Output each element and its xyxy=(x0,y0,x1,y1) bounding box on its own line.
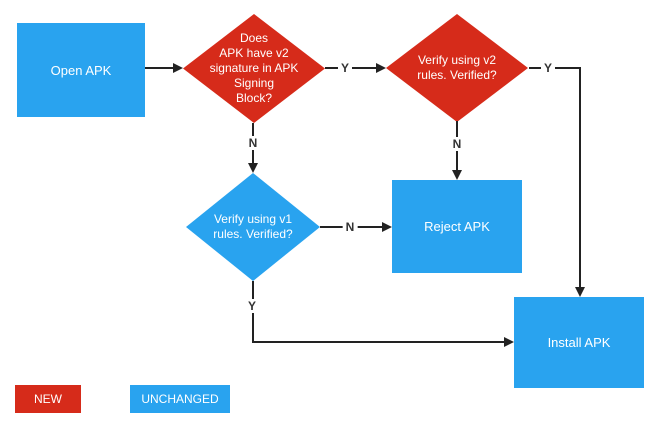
arrowhead-icon xyxy=(376,63,386,73)
node-open-apk: Open APK xyxy=(17,23,145,117)
edge-label-n: N xyxy=(449,137,465,151)
edge-label-n: N xyxy=(342,220,358,234)
node-v1-verify: Verify using v1 rules. Verified? xyxy=(186,173,320,281)
node-v2-signature-check: Does APK have v2 signature in APK Signin… xyxy=(183,14,325,123)
arrowhead-icon xyxy=(248,163,258,173)
node-reject-apk: Reject APK xyxy=(392,180,522,273)
edge-v1verify-to-install-h xyxy=(252,341,504,343)
arrowhead-icon xyxy=(452,170,462,180)
arrowhead-icon xyxy=(575,287,585,297)
edge-label-y: Y xyxy=(540,61,556,75)
arrowhead-icon xyxy=(382,222,392,232)
edge-label-n: N xyxy=(245,136,261,150)
edge-open-to-v2check xyxy=(145,67,175,69)
node-install-apk: Install APK xyxy=(514,297,644,388)
legend-new: NEW xyxy=(15,385,81,413)
edge-v2verify-to-install-v xyxy=(579,67,581,287)
node-v2-verify: Verify using v2 rules. Verified? xyxy=(386,14,528,122)
edge-label-y: Y xyxy=(337,61,353,75)
arrowhead-icon xyxy=(504,337,514,347)
arrowhead-icon xyxy=(173,63,183,73)
legend-unchanged: UNCHANGED xyxy=(130,385,230,413)
edge-label-y: Y xyxy=(244,299,260,313)
